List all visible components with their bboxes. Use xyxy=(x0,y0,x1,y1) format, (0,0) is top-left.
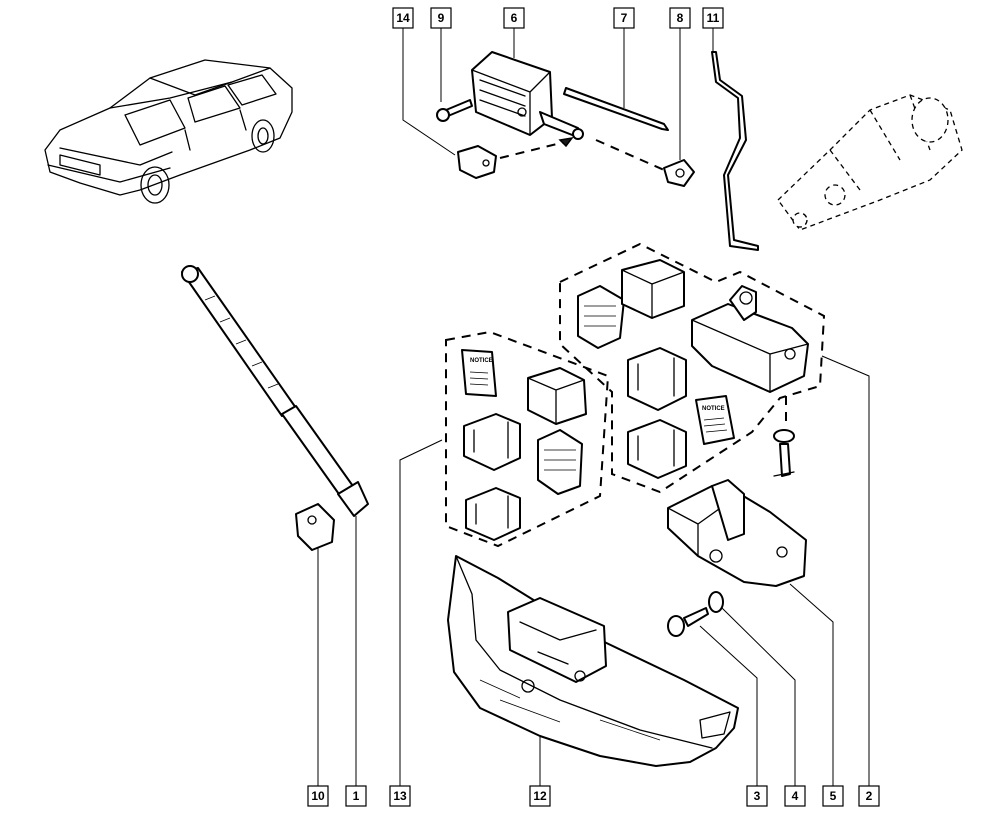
gas-strut xyxy=(181,265,369,517)
release-rod xyxy=(711,51,759,251)
callout-6: 6 xyxy=(503,7,525,29)
svg-text:1: 1 xyxy=(353,789,360,803)
callout-9: 9 xyxy=(430,7,452,29)
svg-text:5: 5 xyxy=(830,789,837,803)
bracket-bolt xyxy=(667,607,709,637)
svg-text:4: 4 xyxy=(792,789,799,803)
svg-text:9: 9 xyxy=(438,11,445,25)
latch-screw xyxy=(773,396,795,477)
svg-text:3: 3 xyxy=(754,789,761,803)
svg-text:11: 11 xyxy=(707,11,720,25)
callout-11: 11 xyxy=(702,7,724,29)
svg-text:8: 8 xyxy=(677,11,684,25)
callout-12: 12 xyxy=(529,785,551,807)
bracket-washer xyxy=(708,591,724,613)
callout-5: 5 xyxy=(822,785,844,807)
svg-text:13: 13 xyxy=(393,789,407,803)
lock-assembly-ghost xyxy=(777,94,963,231)
leader-lines xyxy=(317,28,870,796)
manual-label: NOTICE xyxy=(470,358,493,364)
callout-7: 7 xyxy=(613,7,635,29)
callout-4: 4 xyxy=(784,785,806,807)
callout-14: 14 xyxy=(392,7,414,29)
lock-actuator-screw xyxy=(436,99,473,122)
actuator-cap xyxy=(457,145,497,179)
rod-clip xyxy=(663,159,695,187)
callout-10: 10 xyxy=(307,785,329,807)
svg-text:14: 14 xyxy=(396,11,410,25)
svg-text:6: 6 xyxy=(511,11,518,25)
strut-end-fitting xyxy=(295,503,335,551)
svg-text:2: 2 xyxy=(866,789,873,803)
callout-13: 13 xyxy=(389,785,411,807)
callout-3: 3 xyxy=(746,785,768,807)
lock-operating-rod xyxy=(563,87,669,131)
kit-group-2: NOTICE xyxy=(559,242,826,494)
vehicle-illustration xyxy=(44,59,293,204)
svg-text:NOTICE: NOTICE xyxy=(702,406,725,412)
svg-text:7: 7 xyxy=(621,11,628,25)
striker-bracket xyxy=(667,479,807,587)
trim-panel xyxy=(447,555,739,767)
svg-text:12: 12 xyxy=(533,789,547,803)
lock-actuator-motor xyxy=(471,51,584,140)
callout-1: 1 xyxy=(345,785,367,807)
svg-text:10: 10 xyxy=(311,789,325,803)
callout-8: 8 xyxy=(669,7,691,29)
callout-2: 2 xyxy=(858,785,880,807)
kit-group-13: NOTICE xyxy=(445,330,610,548)
